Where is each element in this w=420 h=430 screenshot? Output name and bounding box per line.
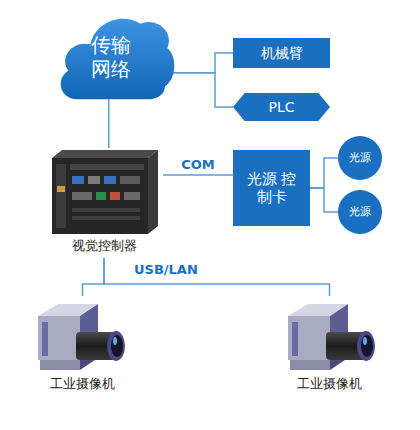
circle-shape [338,190,382,234]
connector-line [163,174,233,176]
edge-label: COM [179,157,217,172]
node-text: 光源 [349,205,371,218]
controller-node: 视觉控制器 [45,148,163,258]
camera-illustration [288,304,375,370]
connector-line [83,258,105,296]
connector-line [310,158,338,188]
node-text: 机械臂 [261,45,303,62]
device-hexagon: PLC [233,93,330,121]
node-text: 光源 控制卡 [246,170,297,206]
port [88,176,100,184]
camera-illustration [38,304,125,370]
hexagon-shape [233,93,330,121]
connector-line [104,258,330,296]
network-cloud: 传输 网络 [55,8,167,106]
light-circle: 光源 [338,136,382,180]
controller-illustration [52,150,158,234]
light-controller-box: 光源 控制卡 [233,150,310,226]
device-box: 机械臂 [233,38,330,68]
front-panel [56,164,66,228]
node-text: 光源 [349,151,371,164]
chassis-front [52,158,148,234]
slot [70,164,144,170]
port [72,192,92,200]
port [110,192,120,200]
chassis-side [148,150,158,234]
port [57,186,65,192]
camera-node: 工业摄像机 [25,296,140,396]
port [124,192,140,200]
port [72,176,84,184]
port [96,192,106,200]
connector-line [108,99,110,148]
interface-label: USB/LAN [132,262,200,277]
node-text: 视觉控制器 [72,238,137,254]
slot [72,216,140,220]
connector-line [163,73,233,107]
port [120,176,140,184]
chassis-top [52,150,158,158]
node-text: PLC [268,99,294,116]
circle-shape [338,136,382,180]
connector-line [310,188,338,212]
node-text: 工业摄像机 [50,376,115,392]
slot [72,208,140,212]
node-text: 传输 网络 [87,33,135,81]
light-circle: 光源 [338,190,382,234]
camera-node: 工业摄像机 [272,296,387,396]
port [104,176,116,184]
cloud-shape [61,19,175,100]
node-text: 工业摄像机 [297,376,362,392]
